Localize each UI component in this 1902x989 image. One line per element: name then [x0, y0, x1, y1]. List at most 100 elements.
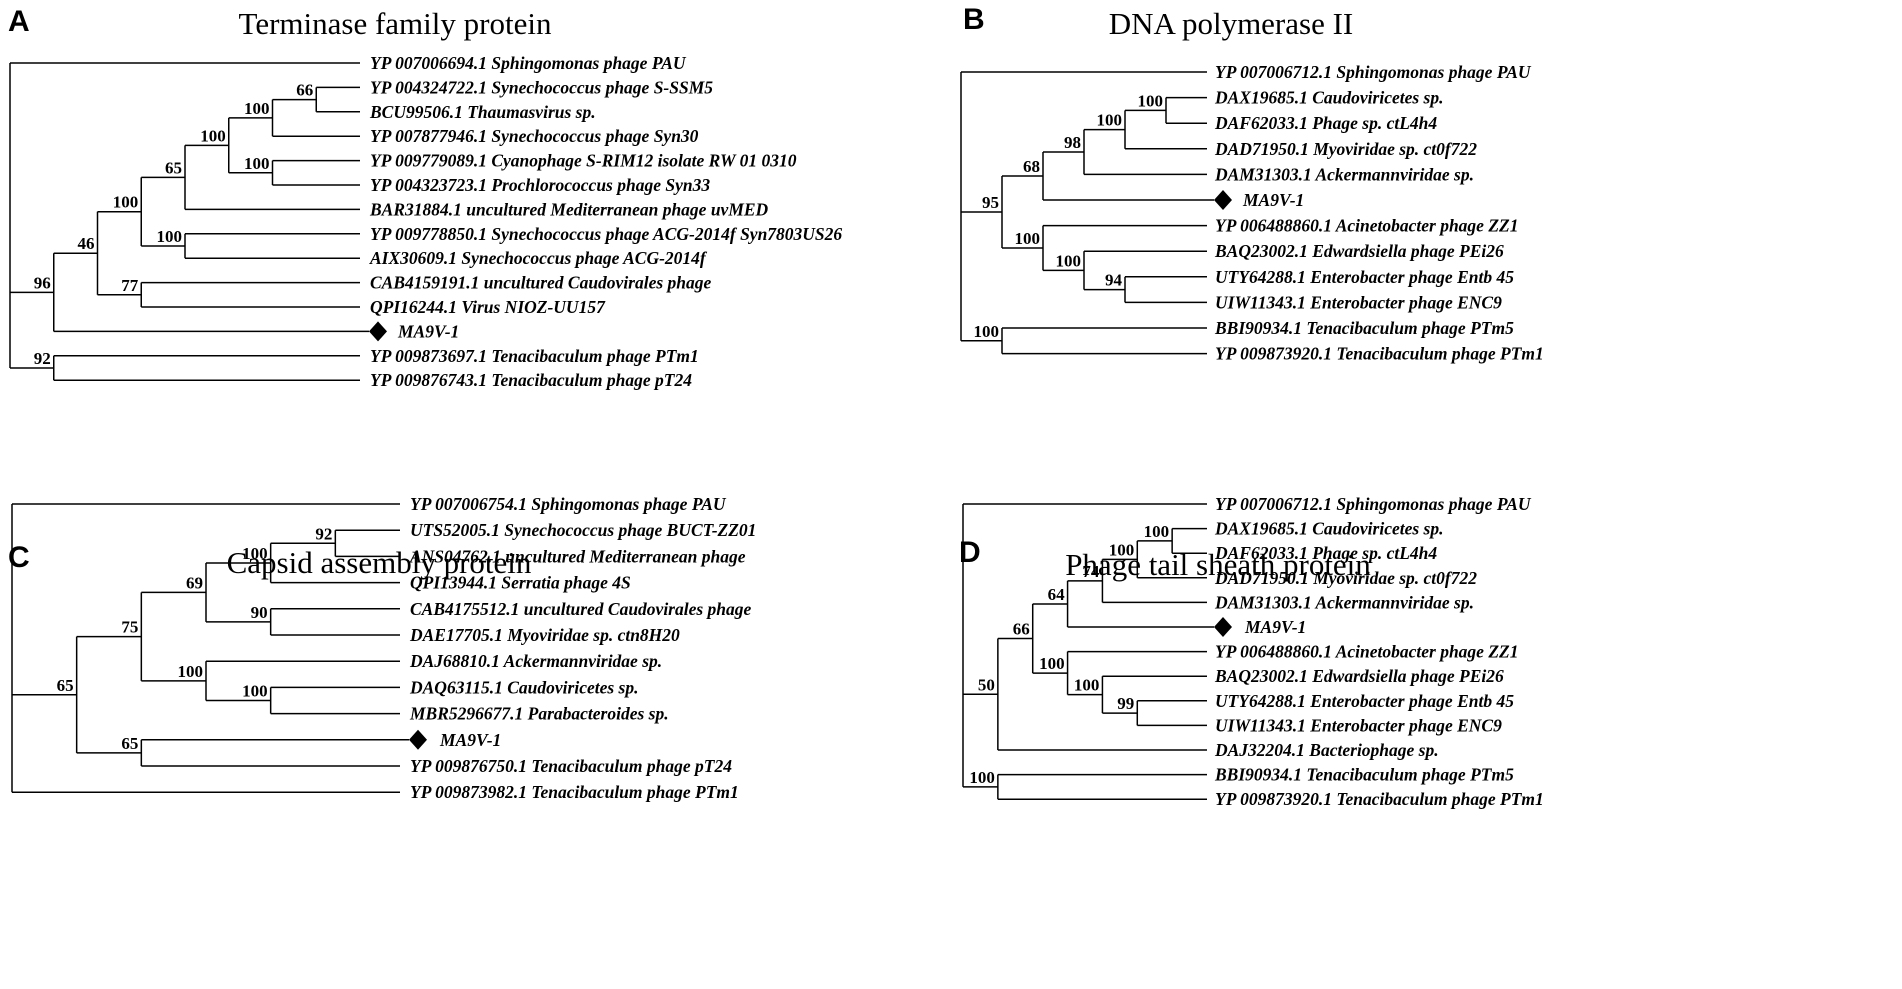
taxon-label: DAD71950.1 Myoviridae sp. ct0f722 — [1214, 568, 1477, 588]
bootstrap-value: 100 — [242, 544, 268, 563]
bootstrap-value: 65 — [57, 676, 74, 695]
bootstrap-value: 96 — [34, 273, 51, 292]
bootstrap-value: 100 — [1015, 229, 1041, 248]
query-taxon-label: MA9V-1 — [1244, 617, 1306, 637]
taxon-label: DAQ63115.1 Caudoviricetes sp. — [409, 677, 638, 697]
taxon-label: CAB4159191.1 uncultured Caudovirales pha… — [370, 273, 712, 293]
panel-title: Capsid assembly protein — [227, 545, 532, 580]
taxon-label: QPI13944.1 Serratia phage 4S — [410, 573, 631, 593]
bootstrap-value: 100 — [974, 322, 1000, 341]
tree-a: A Terminase family protein YP 007006694.1 … — [8, 5, 842, 390]
taxon-label: UIW11343.1 Enterobacter phage ENC9 — [1215, 292, 1502, 312]
taxon-label: QPI16244.1 Virus NIOZ-UU157 — [370, 297, 606, 317]
taxon-label: BAR31884.1 uncultured Mediterranean phag… — [369, 199, 769, 219]
bootstrap-value: 64 — [1048, 585, 1066, 604]
bootstrap-value: 69 — [186, 573, 203, 592]
bootstrap-value: 74 — [1082, 562, 1100, 581]
bootstrap-value: 95 — [982, 193, 999, 212]
taxon-label: BAQ23002.1 Edwardsiella phage PEi26 — [1214, 666, 1504, 686]
bootstrap-value: 100 — [1039, 654, 1065, 673]
bootstrap-value: 100 — [1074, 676, 1100, 695]
diamond-marker-icon — [409, 729, 427, 750]
panel-title: Terminase family protein — [239, 6, 552, 41]
panel-d: D Phage tail sheath protein YP 007006712.1… — [951, 494, 1902, 989]
bootstrap-value: 90 — [251, 603, 268, 622]
taxon-label: DAJ32204.1 Bacteriophage sp. — [1214, 740, 1439, 760]
bootstrap-value: 99 — [1117, 694, 1134, 713]
taxon-label: YP 009779089.1 Cyanophage S-RIM12 isolat… — [370, 151, 797, 171]
query-taxon-label: MA9V-1 — [439, 730, 501, 750]
bootstrap-value: 100 — [1109, 540, 1135, 559]
taxon-label: UTY64288.1 Enterobacter phage Entb 45 — [1215, 691, 1514, 711]
taxon-label: BBI90934.1 Tenacibaculum phage PTm5 — [1214, 765, 1514, 785]
taxon-label: AIX30609.1 Synechococcus phage ACG-2014f — [369, 248, 708, 268]
taxon-label: BCU99506.1 Thaumasvirus sp. — [369, 102, 596, 122]
bootstrap-value: 100 — [1097, 111, 1123, 130]
taxon-label: YP 009778850.1 Synechococcus phage ACG-2… — [370, 224, 842, 244]
bootstrap-value: 100 — [200, 126, 226, 145]
taxon-label: DAF62033.1 Phage sp. ctL4h4 — [1214, 113, 1437, 133]
panel-c: C Capsid assembly protein YP 007006754.1 S… — [0, 494, 951, 989]
bootstrap-value: 100 — [1056, 251, 1082, 270]
query-taxon-label: MA9V-1 — [397, 321, 459, 341]
taxon-label: YP 007006712.1 Sphingomonas phage PAU — [1215, 494, 1532, 514]
taxon-label: YP 007877946.1 Synechococcus phage Syn30 — [370, 126, 699, 146]
bootstrap-value: 98 — [1064, 133, 1081, 152]
bootstrap-value: 100 — [969, 768, 995, 787]
tree-c: C Capsid assembly protein YP 007006754.1 S… — [8, 494, 756, 802]
taxon-label: YP 009876743.1 Tenacibaculum phage pT24 — [370, 370, 692, 390]
bootstrap-value: 77 — [121, 276, 139, 295]
taxon-label: YP 009873697.1 Tenacibaculum phage PTm1 — [370, 346, 699, 366]
bootstrap-value: 46 — [78, 234, 95, 253]
taxon-label: YP 009873920.1 Tenacibaculum phage PTm1 — [1215, 344, 1544, 364]
taxon-label: YP 007006712.1 Sphingomonas phage PAU — [1215, 62, 1532, 82]
panel-letter: D — [959, 536, 981, 569]
bootstrap-value: 75 — [121, 618, 138, 637]
tree-d: D Phage tail sheath protein YP 007006712.1… — [959, 494, 1544, 809]
bootstrap-value: 100 — [1144, 522, 1170, 541]
bootstrap-value: 94 — [1105, 271, 1123, 290]
bootstrap-value: 66 — [296, 81, 313, 100]
bootstrap-value: 100 — [244, 154, 270, 173]
taxon-label: YP 009873982.1 Tenacibaculum phage PTm1 — [410, 782, 739, 802]
query-taxon-label: MA9V-1 — [1242, 190, 1304, 210]
panel-letter: C — [8, 541, 30, 574]
panel-title: Phage tail sheath protein — [1065, 547, 1371, 582]
taxon-label: UTY64288.1 Enterobacter phage Entb 45 — [1215, 267, 1514, 287]
taxon-label: DAJ68810.1 Ackermannviridae sp. — [409, 651, 662, 671]
diamond-marker-icon — [1214, 617, 1232, 637]
taxon-label: ANS04762.1 uncultured Mediterranean phag… — [409, 546, 746, 566]
taxon-label: YP 006488860.1 Acinetobacter phage ZZ1 — [1215, 642, 1518, 662]
bootstrap-value: 100 — [244, 99, 270, 118]
bootstrap-value: 68 — [1023, 157, 1040, 176]
taxon-label: YP 007006694.1 Sphingomonas phage PAU — [370, 53, 687, 73]
taxon-label: YP 009873920.1 Tenacibaculum phage PTm1 — [1215, 789, 1544, 809]
bootstrap-value: 92 — [315, 524, 332, 543]
bootstrap-value: 100 — [178, 662, 204, 681]
taxon-label: YP 007006754.1 Sphingomonas phage PAU — [410, 494, 727, 514]
taxon-label: BAQ23002.1 Edwardsiella phage PEi26 — [1214, 241, 1504, 261]
taxon-label: YP 006488860.1 Acinetobacter phage ZZ1 — [1215, 216, 1518, 236]
taxon-label: CAB4175512.1 uncultured Caudovirales pha… — [410, 599, 752, 619]
taxon-label: YP 004323723.1 Prochlorococcus phage Syn… — [370, 175, 710, 195]
panel-a: A Terminase family protein YP 007006694.1 … — [0, 0, 951, 494]
taxon-label: DAF62033.1 Phage sp. ctL4h4 — [1214, 543, 1437, 563]
taxon-label: DAE17705.1 Myoviridae sp. ctn8H20 — [409, 625, 680, 645]
taxon-label: DAX19685.1 Caudoviricetes sp. — [1214, 88, 1443, 108]
panel-letter: A — [8, 5, 30, 38]
taxon-label: DAX19685.1 Caudoviricetes sp. — [1214, 519, 1443, 539]
taxon-label: BBI90934.1 Tenacibaculum phage PTm5 — [1214, 318, 1514, 338]
bootstrap-value: 100 — [113, 193, 139, 212]
taxon-label: YP 009876750.1 Tenacibaculum phage pT24 — [410, 756, 732, 776]
bootstrap-value: 65 — [165, 158, 182, 177]
bootstrap-value: 100 — [1138, 91, 1164, 110]
taxon-label: UIW11343.1 Enterobacter phage ENC9 — [1215, 715, 1502, 735]
bootstrap-value: 100 — [242, 682, 268, 701]
panel-letter: B — [963, 3, 985, 36]
diamond-marker-icon — [1214, 190, 1232, 210]
bootstrap-value: 66 — [1013, 620, 1030, 639]
taxon-label: DAD71950.1 Myoviridae sp. ct0f722 — [1214, 139, 1477, 159]
bootstrap-value: 50 — [978, 675, 995, 694]
